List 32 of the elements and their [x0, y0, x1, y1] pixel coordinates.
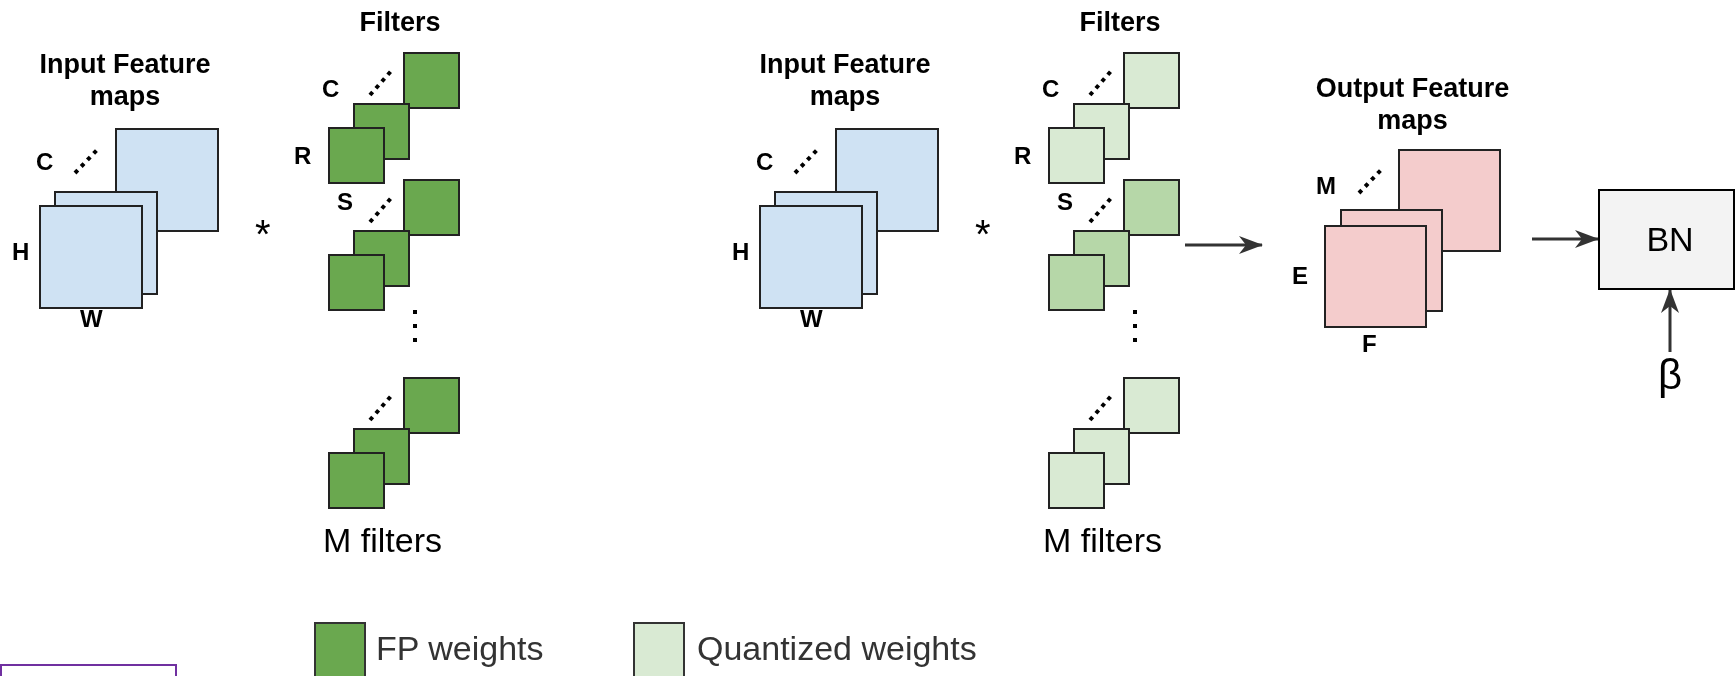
node-label: M filters [1042, 520, 1163, 561]
dimension-label: S [1057, 188, 1073, 216]
dimension-label: F [1362, 330, 1377, 358]
dimension-label: W [800, 305, 823, 333]
arrow [1532, 230, 1599, 248]
dimension-label: C [322, 75, 340, 103]
symbol-text: β [1656, 350, 1684, 400]
operator-symbol: * [975, 212, 991, 257]
dimension-label: R [1014, 142, 1032, 170]
dimension-label: C [1042, 75, 1060, 103]
dimension-label: W [80, 305, 103, 333]
group-title: Filters [358, 6, 442, 39]
group-title: Filters [1078, 6, 1162, 39]
dimension-label: H [12, 238, 30, 266]
dimension-label: H [732, 238, 750, 266]
dimension-label: E [1292, 262, 1308, 290]
process-box: BN [1598, 189, 1735, 290]
legend-label: Quantized weights [697, 629, 977, 668]
node-label: M filters [322, 520, 443, 561]
operator-symbol: * [255, 212, 271, 257]
legend-label: FP weights [376, 629, 544, 668]
dimension-label: C [36, 148, 54, 176]
arrow [1185, 236, 1263, 254]
dimension-label: S [337, 188, 353, 216]
box-shape [0, 664, 177, 676]
dimension-label: M [1316, 172, 1336, 200]
dimension-label: R [294, 142, 312, 170]
group-title: Input Feature maps [758, 48, 932, 113]
dimension-label: C [756, 148, 774, 176]
group-title: Input Feature maps [38, 48, 212, 113]
arrow [1661, 289, 1679, 352]
group-title: Output Feature maps [1314, 72, 1511, 137]
